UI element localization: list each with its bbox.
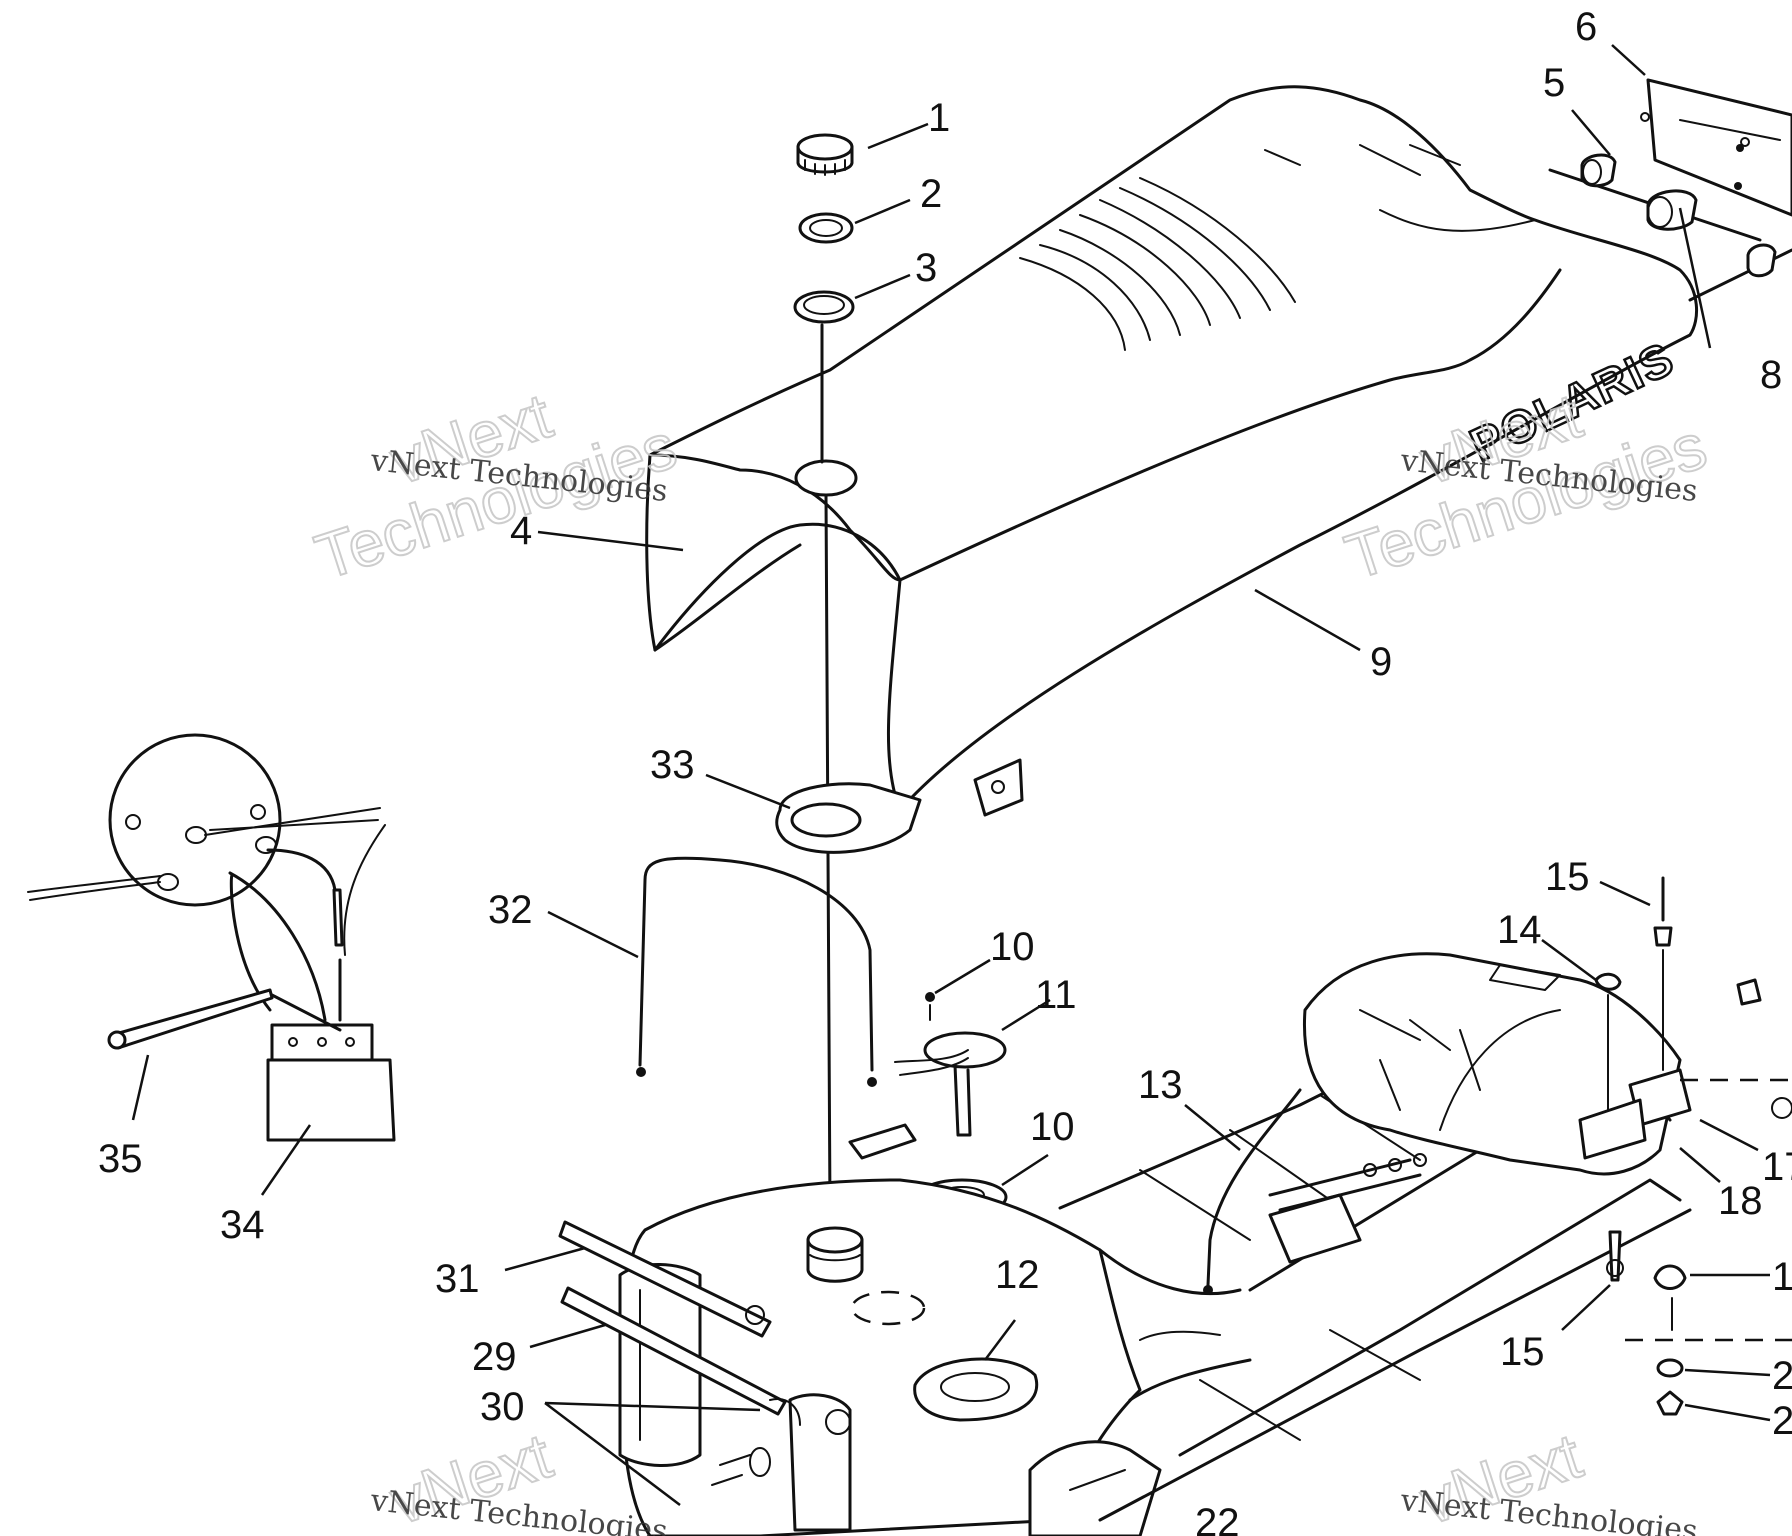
callout-1: 1 xyxy=(928,96,950,140)
callout-33: 33 xyxy=(650,743,695,787)
callout-30: 30 xyxy=(480,1385,525,1429)
rods xyxy=(558,1220,801,1486)
callout-15b: 15 xyxy=(1500,1330,1545,1374)
callout-34: 34 xyxy=(220,1203,265,1247)
callout-12: 12 xyxy=(995,1253,1040,1297)
callout-13: 13 xyxy=(1138,1063,1183,1107)
callout-29: 29 xyxy=(472,1335,517,1379)
callout-32: 32 xyxy=(488,888,533,932)
callout-6: 6 xyxy=(1575,5,1597,49)
fuel-gauge-detail xyxy=(27,733,396,1142)
fuel-tank xyxy=(618,1178,1252,1536)
callout-17: 17 xyxy=(1762,1145,1792,1189)
callout-18: 18 xyxy=(1718,1179,1763,1223)
hardware xyxy=(1578,876,1792,1416)
callout-2-partial-b: 2 xyxy=(1772,1399,1792,1443)
rear-bumper-parts xyxy=(1548,78,1792,302)
callout-15a: 15 xyxy=(1545,855,1590,899)
gasket xyxy=(775,782,922,854)
fuel-cap-assembly xyxy=(793,133,855,1212)
callout-10a: 10 xyxy=(990,925,1035,969)
leader-lines xyxy=(131,44,1771,1506)
callout-10b: 10 xyxy=(1030,1105,1075,1149)
callout-22-partial: 22 xyxy=(1195,1501,1240,1536)
callout-31: 31 xyxy=(435,1257,480,1301)
callout-8: 8 xyxy=(1760,353,1782,397)
tunnel xyxy=(1058,952,1692,1522)
callout-2-partial-a: 2 xyxy=(1772,1354,1792,1398)
callout-11: 11 xyxy=(1035,973,1077,1017)
callout-35: 35 xyxy=(98,1137,143,1181)
callout-2: 2 xyxy=(920,172,942,216)
callout-1-partial: 1 xyxy=(1772,1255,1792,1299)
callout-3: 3 xyxy=(915,246,937,290)
callout-14: 14 xyxy=(1497,908,1542,952)
callout-9: 9 xyxy=(1370,640,1392,684)
callout-labels: 1 2 3 4 5 6 8 9 33 32 10 11 10 12 13 14 … xyxy=(98,5,1792,1536)
callout-4: 4 xyxy=(510,509,532,553)
callout-5: 5 xyxy=(1543,61,1565,105)
fuel-line xyxy=(636,856,877,1087)
